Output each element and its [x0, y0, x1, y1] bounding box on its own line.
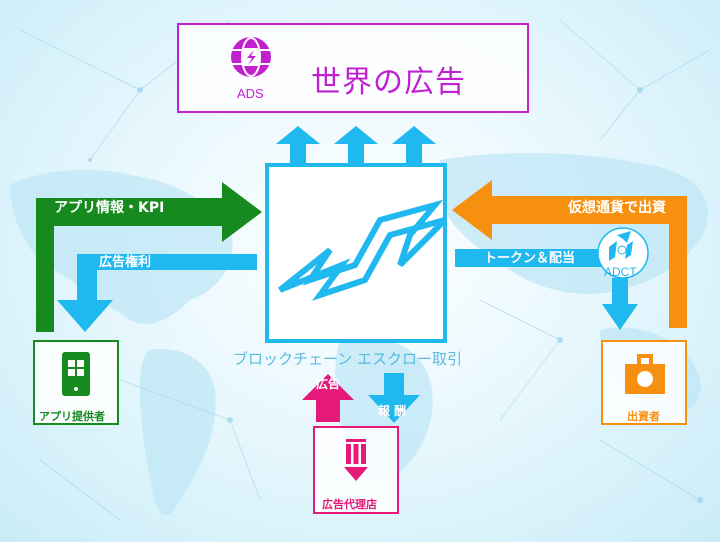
up-arrows-to-world [276, 126, 436, 164]
ad-rights-arrow [57, 254, 257, 332]
app-info-kpi-label: アプリ情報・KPI [54, 200, 165, 216]
pencil-icon [344, 439, 368, 481]
ad-rights-label: 広告権利 [99, 255, 152, 270]
escrow-caption: ブロックチェーン エスクロー取引 [233, 350, 463, 368]
reward-down-arrow [368, 373, 420, 423]
ads-logo-label: ADS [237, 86, 264, 101]
token-dividend-label: トークン＆配当 [484, 251, 576, 266]
globe-lightning-icon [231, 37, 271, 77]
page-title: 世界の広告 [311, 65, 466, 100]
adct-token-label: ADCT [604, 265, 637, 279]
ad-up-arrow [302, 374, 354, 422]
zigzag-logo-icon [278, 199, 445, 301]
tablet-icon [62, 352, 90, 396]
token-dividend-arrow [455, 249, 617, 267]
bag-icon [625, 354, 665, 394]
investor-label: 出資者 [627, 410, 660, 423]
adct-token-icon [597, 227, 649, 279]
down-arrow-to-investor [602, 278, 638, 330]
ad-agency-label: 広告代理店 [322, 498, 377, 511]
crypto-investment-label: 仮想通貨で出資 [568, 200, 666, 216]
app-provider-label: アプリ提供者 [39, 410, 105, 423]
reward-down-label: 報 酬 [378, 404, 407, 418]
app-info-kpi-arrow [36, 182, 262, 332]
crypto-investment-arrow [452, 180, 687, 328]
investor-node [601, 340, 687, 425]
ad-up-label: 広告 [316, 377, 341, 391]
escrow-box [265, 163, 447, 343]
